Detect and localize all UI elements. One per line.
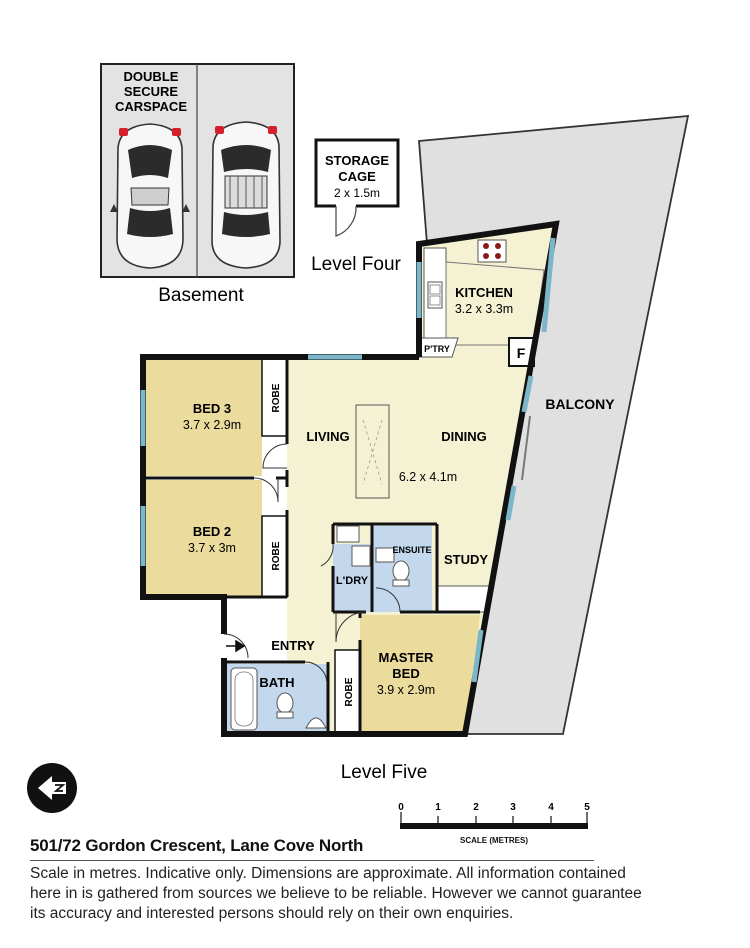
scale-tick-2: 2 — [473, 802, 479, 813]
skylight-icon — [355, 404, 390, 499]
master-label-1: MASTER — [379, 650, 435, 665]
cooktop-icon — [477, 239, 507, 263]
interior-walls — [143, 357, 480, 734]
entry-label: ENTRY — [271, 638, 315, 653]
bathtub-icon — [230, 667, 258, 731]
scale-tick-1: 1 — [435, 802, 441, 813]
property-address: 501/72 Gordon Crescent, Lane Cove North — [30, 836, 364, 855]
carspace-label-2: SECURE — [124, 84, 179, 99]
ensuite-toilet-icon — [392, 560, 410, 582]
north-compass-icon — [27, 763, 77, 813]
basement-caption: Basement — [158, 285, 244, 306]
bed3-room — [143, 359, 262, 476]
bed2-room — [143, 480, 262, 597]
storage-cage: STORAGE CAGE 2 x 1.5m — [314, 138, 400, 237]
kitchen-dims: 3.2 x 3.3m — [455, 302, 513, 316]
carspace-label-1: DOUBLE — [124, 69, 179, 84]
study-desk — [436, 585, 490, 613]
sliding-door — [521, 415, 531, 481]
scale-tick-0: 0 — [398, 802, 404, 813]
master-bed-room — [360, 615, 480, 734]
basement-carspace: DOUBLE SECURE CARSPACE — [100, 63, 295, 278]
fridge-label: F — [517, 345, 526, 361]
level-four-caption: Level Four — [311, 254, 401, 275]
scale-tick-3: 3 — [510, 802, 516, 813]
level-five-caption: Level Five — [341, 762, 428, 783]
carspace-label-3: CARSPACE — [115, 99, 187, 114]
scale-tick-4: 4 — [548, 802, 554, 813]
floor-plan: DOUBLE SECURE CARSPACE Basement STORAGE … — [27, 63, 690, 829]
windows — [140, 237, 556, 683]
bed2-label: BED 2 — [193, 524, 231, 539]
storage-label-1: STORAGE — [325, 153, 389, 168]
scale-tick-5: 5 — [584, 802, 590, 813]
sink-icon — [427, 281, 443, 309]
bath-label: BATH — [259, 675, 294, 690]
storage-label-2: CAGE — [338, 169, 376, 184]
pantry-label: P'TRY — [424, 344, 450, 354]
car-left-icon — [110, 123, 190, 269]
master-dims: 3.9 x 2.9m — [377, 683, 435, 697]
dining-label: DINING — [441, 429, 487, 444]
robe-bed3-label: ROBE — [271, 383, 282, 412]
robe-bed2 — [261, 515, 288, 598]
scale-label: SCALE (METRES) — [460, 836, 528, 845]
bed3-label: BED 3 — [193, 401, 231, 416]
laundry-tub-icon — [336, 525, 360, 543]
bed2-dims: 3.7 x 3m — [188, 541, 236, 555]
ensuite-label: ENSUITE — [392, 545, 431, 555]
bath-toilet-icon — [276, 692, 294, 714]
master-label-2: BED — [392, 666, 419, 681]
disclaimer-text: Scale in metres. Indicative only. Dimens… — [30, 865, 642, 922]
laundry-label: L'DRY — [336, 575, 369, 587]
study-label: STUDY — [444, 552, 488, 567]
car-right-icon — [211, 121, 281, 269]
robe-bed2-label: ROBE — [271, 541, 282, 570]
entry-arrow-icon — [226, 639, 246, 653]
bath-basin-icon — [305, 717, 327, 729]
balcony-label: BALCONY — [545, 396, 615, 412]
laundry-machine-icon — [351, 545, 371, 567]
living-label: LIVING — [306, 429, 349, 444]
kitchen-label: KITCHEN — [455, 285, 513, 300]
living-dims: 6.2 x 4.1m — [399, 470, 457, 484]
scale-bar: 0 1 2 3 4 5 — [398, 802, 590, 829]
door-swings — [223, 443, 401, 685]
storage-dims: 2 x 1.5m — [334, 186, 380, 200]
footer-divider — [30, 860, 594, 861]
robe-master-label: ROBE — [344, 677, 355, 706]
bed3-dims: 3.7 x 2.9m — [183, 418, 241, 432]
ensuite-vanity-icon — [375, 547, 395, 563]
